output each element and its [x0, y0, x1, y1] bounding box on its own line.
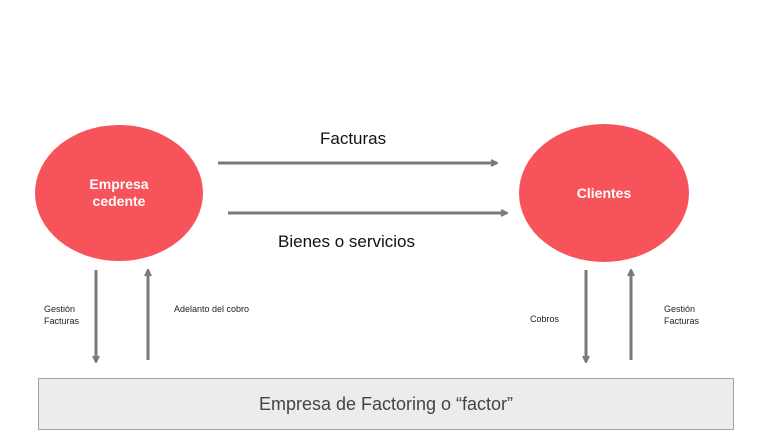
bienes-servicios-label: Bienes o servicios — [278, 232, 416, 251]
empresa-cedente-node: Empresa cedente — [35, 125, 203, 261]
cobros-label: Cobros — [530, 314, 560, 324]
factor-label: Empresa de Factoring o “factor” — [258, 393, 514, 414]
factor-box: Empresa de Factoring o “factor” — [38, 378, 734, 430]
facturas-label: Facturas — [320, 129, 387, 148]
gestion-facturas-left-label: Gestión Facturas — [44, 304, 80, 326]
gestion-facturas-right-label: Gestión Facturas — [664, 304, 700, 326]
empresa-cedente-label: Empresa cedente — [89, 176, 149, 209]
clientes-node: Clientes — [519, 124, 689, 262]
clientes-label: Clientes — [576, 184, 632, 201]
adelanto-cobro-label: Adelanto del cobro — [174, 304, 250, 314]
